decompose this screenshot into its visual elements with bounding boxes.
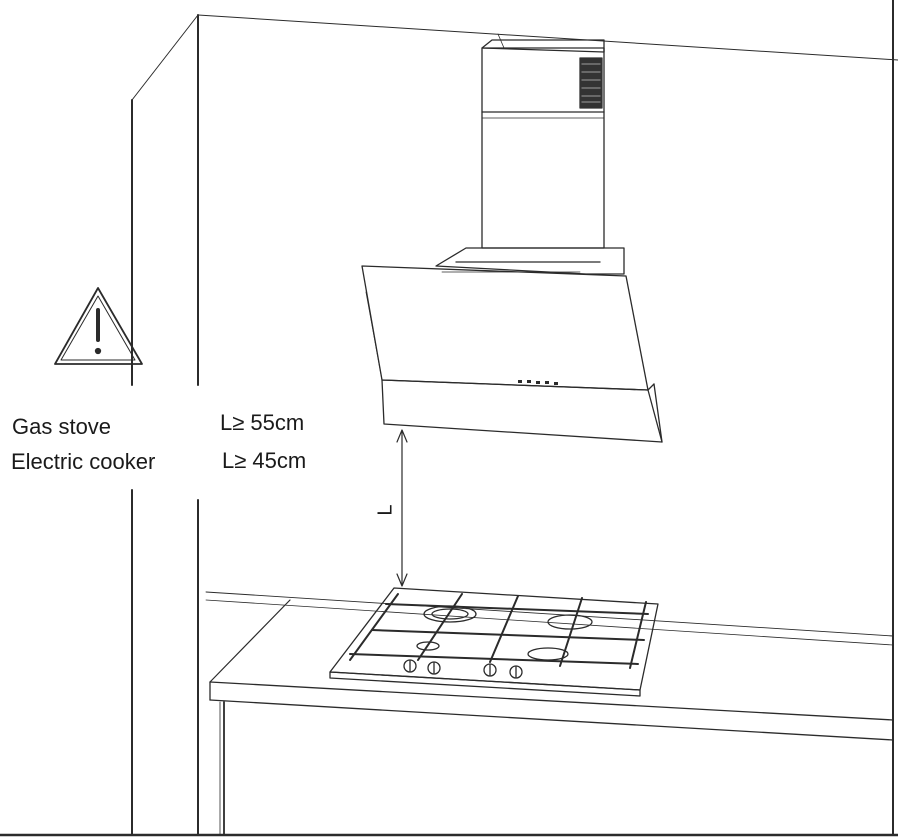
vent-grille — [579, 57, 603, 109]
countertop — [205, 591, 894, 836]
electric-cooker-min-distance: L≥ 45cm — [222, 448, 307, 473]
hood-chimney — [481, 33, 605, 249]
distance-arrow — [396, 429, 408, 587]
warning-triangle-icon — [54, 287, 143, 365]
gas-hob — [329, 587, 659, 697]
control-buttons — [518, 380, 558, 385]
gas-stove-min-distance: L≥ 55cm — [220, 410, 305, 435]
hob-grates — [349, 593, 649, 669]
control-knobs — [403, 659, 523, 679]
burners — [416, 605, 593, 661]
gas-stove-label: Gas stove — [12, 414, 112, 439]
hood-body — [361, 247, 663, 443]
dimension-label: L — [374, 504, 396, 515]
electric-cooker-label: Electric cooker — [11, 449, 156, 474]
